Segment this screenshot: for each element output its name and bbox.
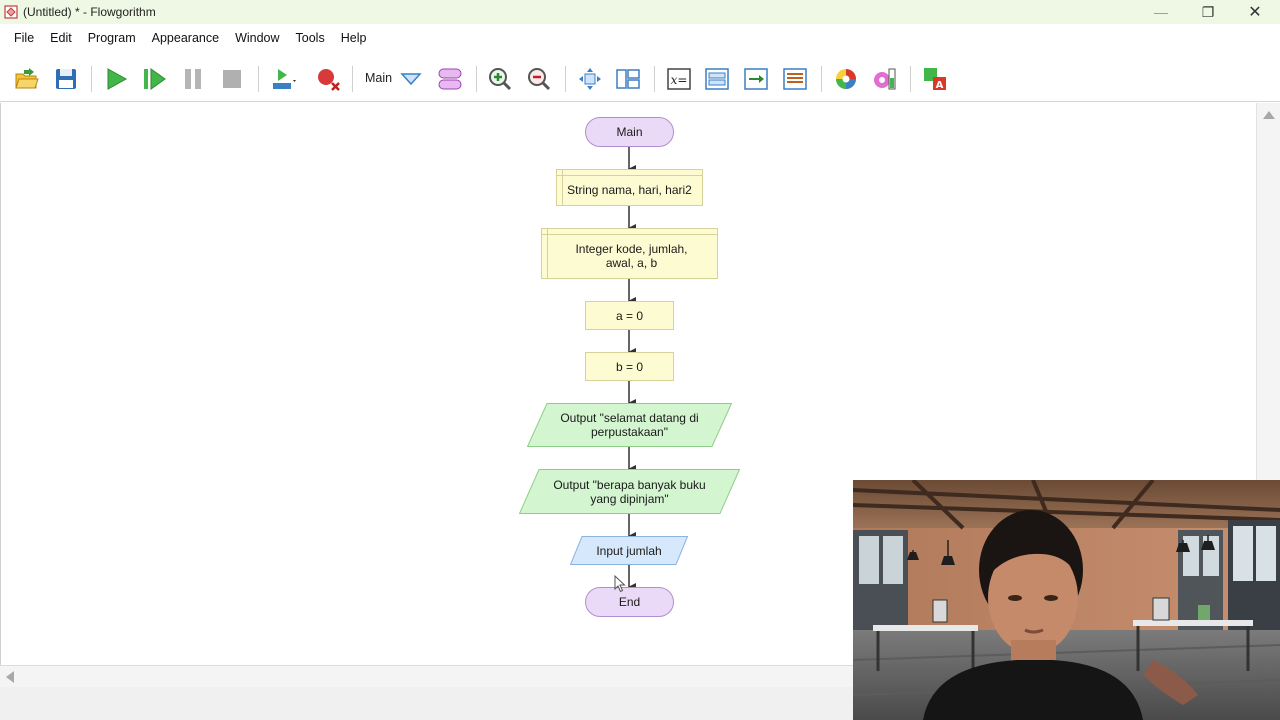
menu-help[interactable]: Help: [340, 31, 367, 45]
function-selector[interactable]: Main: [365, 71, 393, 85]
save-button[interactable]: [51, 64, 81, 94]
start-label: Main: [616, 125, 643, 139]
open-icon: [15, 68, 39, 89]
open-button[interactable]: [12, 64, 42, 94]
webcam-overlay: [853, 480, 1280, 720]
mouse-cursor-icon: [614, 575, 626, 593]
flow-connectors: [628, 147, 636, 591]
end-terminal[interactable]: End: [585, 587, 674, 617]
speed-icon: [273, 69, 296, 89]
toolbar-separator: [821, 66, 822, 92]
zoom-in-button[interactable]: [485, 64, 515, 94]
step-button[interactable]: [139, 64, 169, 94]
start-terminal[interactable]: Main: [585, 117, 674, 147]
output-welcome-label: Output "selamat datang di perpustakaan": [560, 411, 699, 439]
source-code-button[interactable]: [780, 64, 810, 94]
toolbar-separator: [352, 66, 353, 92]
zoom-out-icon: [528, 68, 551, 91]
output-parallelogram: [527, 403, 732, 447]
stop-icon: [223, 70, 241, 88]
stop-button[interactable]: [217, 64, 247, 94]
run-icon: [107, 68, 128, 90]
scroll-up-icon[interactable]: [1263, 111, 1275, 119]
pause-button[interactable]: [178, 64, 208, 94]
assign-a-block[interactable]: a = 0: [585, 301, 674, 330]
menu-window[interactable]: Window: [235, 31, 280, 45]
translate-button[interactable]: A: [920, 64, 950, 94]
fit-button[interactable]: [575, 64, 605, 94]
chart-style-icon: [836, 69, 856, 89]
input-jumlah-label: Input jumlah: [596, 543, 662, 558]
console-button[interactable]: [702, 64, 732, 94]
color-icon: [874, 68, 896, 90]
close-icon: ✕: [1248, 4, 1262, 21]
menu-edit[interactable]: Edit: [50, 31, 72, 45]
toolbar: Main x=: [0, 56, 1280, 102]
toolbar-separator: [910, 66, 911, 92]
function-dropdown-button[interactable]: [396, 64, 426, 94]
menu-program[interactable]: Program: [87, 31, 136, 45]
step-icon: [144, 68, 166, 90]
chart-style-button[interactable]: [831, 64, 861, 94]
run-button[interactable]: [101, 64, 131, 94]
toolbar-separator: [565, 66, 566, 92]
menu-bar: File Edit Program Appearance Window Tool…: [0, 26, 1280, 50]
flowgorithm-logo-icon: [4, 5, 18, 19]
assign-b-label: b = 0: [615, 359, 644, 374]
output-question-label: Output "berapa banyak buku yang dipinjam…: [553, 477, 706, 506]
menu-appearance[interactable]: Appearance: [151, 31, 220, 45]
toolbar-separator: [476, 66, 477, 92]
toolbar-separator: [258, 66, 259, 92]
translate-icon: A: [924, 68, 946, 91]
menu-file[interactable]: File: [14, 31, 35, 45]
function-manager-button[interactable]: [435, 64, 465, 94]
close-button[interactable]: ✕: [1232, 0, 1278, 24]
declare-string-block[interactable]: String nama, hari, hari2: [556, 169, 703, 206]
output-icon: [744, 68, 768, 90]
title-bar: (Untitled) * - Flowgorithm — ❐ ✕: [0, 0, 1280, 24]
zoom-in-icon: [489, 68, 512, 91]
layout-button[interactable]: [613, 64, 643, 94]
function-manager-icon: [438, 68, 462, 90]
output-parallelogram: [519, 469, 740, 514]
restore-icon: ❐: [1201, 3, 1215, 20]
variable-watch-icon: x=: [667, 68, 691, 90]
input-jumlah-block[interactable]: Input jumlah: [570, 536, 688, 565]
toolbar-separator: [91, 66, 92, 92]
breakpoint-icon: [318, 69, 340, 91]
svg-text:A: A: [936, 80, 944, 91]
speed-button[interactable]: [268, 64, 298, 94]
toolbar-separator: [654, 66, 655, 92]
fit-icon: [579, 68, 601, 90]
input-parallelogram: [570, 536, 688, 565]
menu-tools[interactable]: Tools: [295, 31, 325, 45]
output-welcome-block[interactable]: Output "selamat datang di perpustakaan": [527, 403, 732, 447]
assign-a-label: a = 0: [615, 308, 644, 323]
restore-button[interactable]: ❐: [1185, 0, 1231, 24]
declare-integer-label: Integer kode, jumlah, awal, a, b: [575, 241, 688, 270]
assign-b-block[interactable]: b = 0: [585, 352, 674, 381]
layout-icon: [616, 69, 640, 89]
breakpoint-button[interactable]: [313, 64, 343, 94]
svg-text:x=: x=: [671, 73, 688, 87]
minimize-button[interactable]: —: [1138, 0, 1184, 24]
scroll-left-icon[interactable]: [6, 671, 14, 683]
declare-integer-block[interactable]: Integer kode, jumlah, awal, a, b: [541, 228, 718, 279]
variable-watch-button[interactable]: x=: [664, 64, 694, 94]
pause-icon: [185, 69, 201, 89]
window-title: (Untitled) * - Flowgorithm: [23, 5, 156, 19]
end-label: End: [618, 595, 641, 609]
source-code-icon: [783, 68, 807, 90]
color-button[interactable]: [869, 64, 899, 94]
presenter-video-frame: [853, 480, 1280, 720]
minimize-icon: —: [1154, 4, 1168, 20]
function-dropdown-icon: [400, 73, 422, 86]
output-question-block[interactable]: Output "berapa banyak buku yang dipinjam…: [519, 469, 740, 514]
save-icon: [56, 69, 76, 89]
console-icon: [705, 68, 729, 90]
zoom-out-button[interactable]: [524, 64, 554, 94]
output-button[interactable]: [741, 64, 771, 94]
declare-string-label: String nama, hari, hari2: [567, 182, 692, 197]
